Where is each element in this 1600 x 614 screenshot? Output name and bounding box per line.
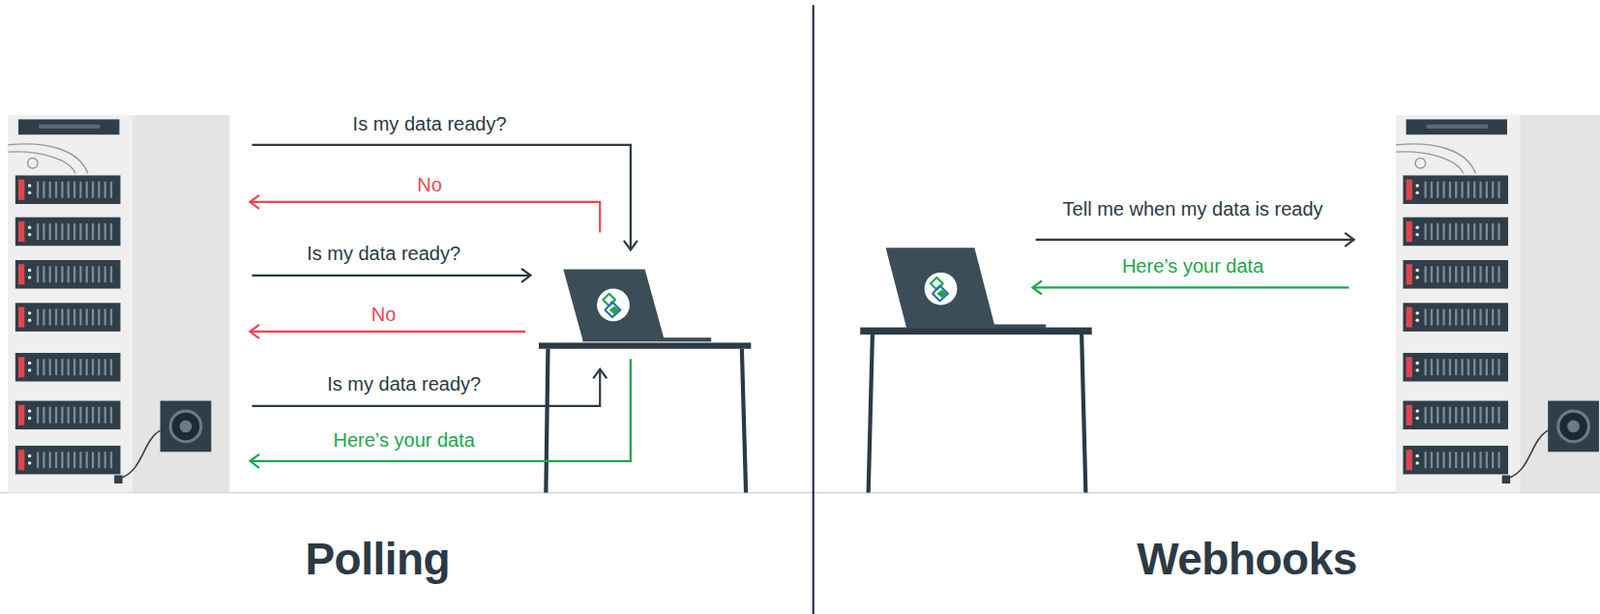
section-title: Polling (301, 533, 453, 586)
server-rack (1395, 115, 1600, 493)
arrow-connector (249, 202, 600, 234)
server-rack-drawing (7, 115, 230, 493)
arrow-connector (252, 274, 532, 277)
edge-label: Is my data ready? (350, 113, 510, 136)
edge-label: No (368, 303, 400, 326)
laptop (883, 246, 1031, 333)
divider-line (812, 4, 815, 614)
edge-label: Is my data ready? (324, 373, 484, 396)
laptop-drawing (886, 247, 1047, 328)
arrow-connector (249, 330, 526, 333)
edge-label: No (414, 174, 445, 197)
server-rack-drawing (1395, 115, 1600, 493)
desk (538, 342, 751, 493)
edge-label: Here’s your data (330, 429, 478, 452)
laptop (561, 266, 714, 347)
edge-label: Tell me when my data is ready (1060, 198, 1327, 221)
edge-label: Here’s your data (1119, 255, 1267, 278)
laptop-drawing (562, 268, 712, 342)
arrow-connector (1032, 286, 1349, 289)
arrow-connector (1036, 238, 1355, 241)
arrow-connector (249, 358, 630, 462)
desk (859, 327, 1092, 494)
arrow-connector (252, 369, 601, 407)
edge-label: Is my data ready? (303, 242, 464, 266)
arrow-connector (252, 145, 631, 251)
section-title: Webhooks (1133, 533, 1361, 586)
floor-line (0, 492, 1600, 495)
server-rack (7, 115, 230, 493)
